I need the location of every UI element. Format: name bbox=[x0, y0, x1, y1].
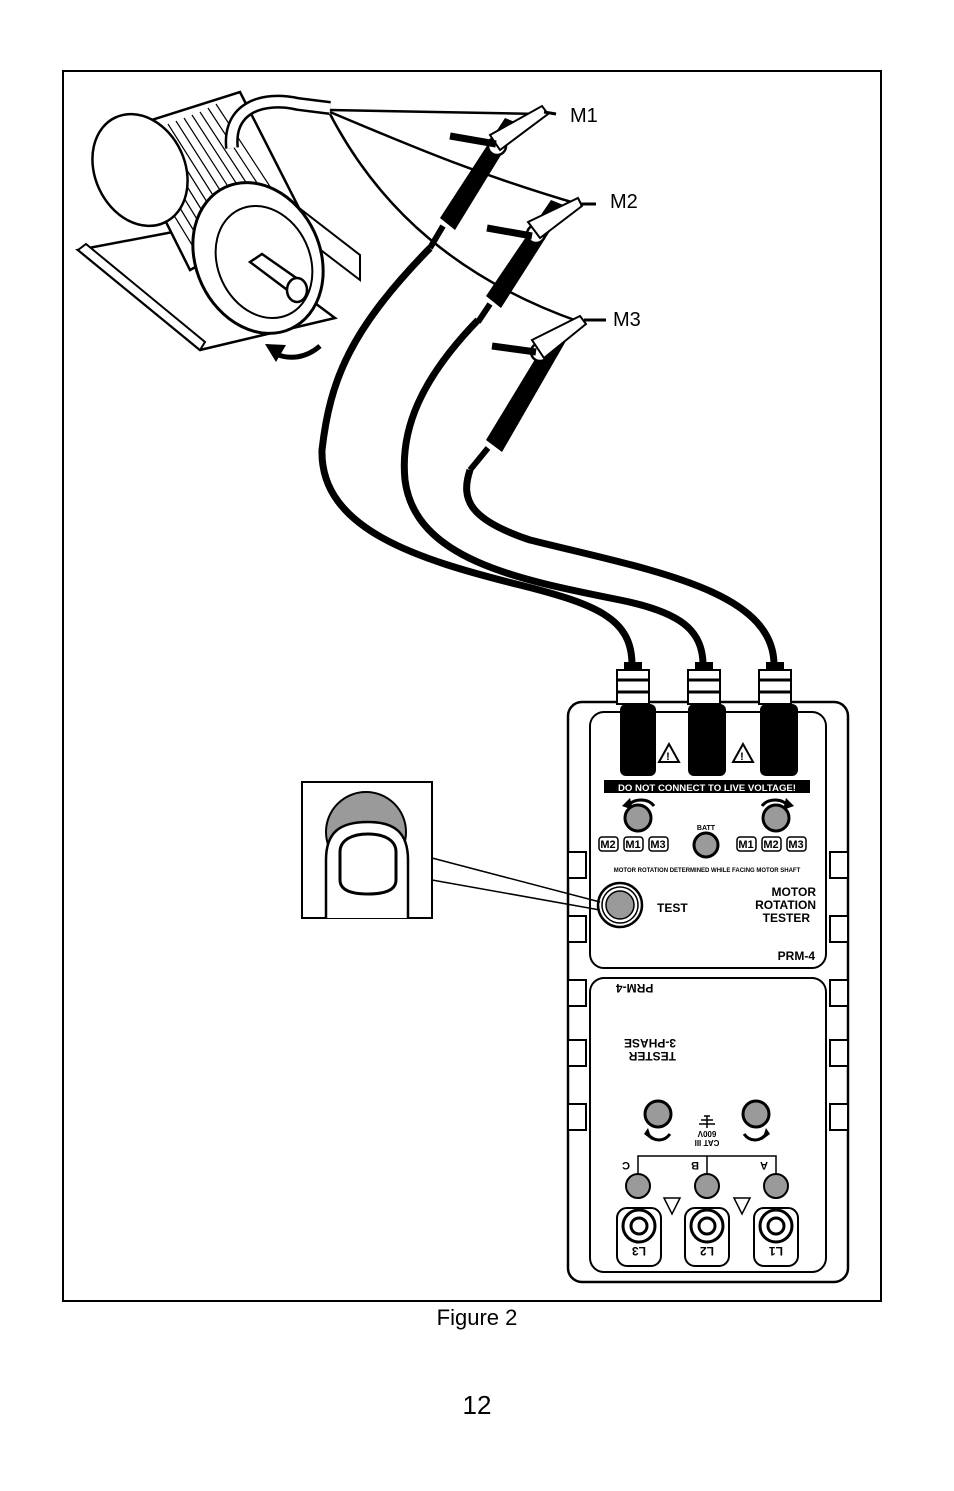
lower-title-line-1: TESTER bbox=[628, 1049, 676, 1063]
phase-letter-c: C bbox=[622, 1159, 630, 1171]
right-seq-2: M2 bbox=[763, 839, 778, 851]
left-seq-1: M2 bbox=[600, 839, 615, 851]
title-line-2: ROTATION bbox=[755, 898, 816, 912]
cat-rating-line-1: CAT III bbox=[695, 1138, 720, 1147]
plug-m1 bbox=[616, 662, 656, 776]
figure-frame bbox=[62, 70, 882, 1302]
alligator-clip-m3 bbox=[467, 314, 606, 472]
title-line-3: TESTER bbox=[763, 911, 811, 925]
page-number: 12 bbox=[462, 1390, 492, 1420]
title-line-1: MOTOR bbox=[772, 885, 817, 899]
test-button[interactable] bbox=[605, 890, 635, 920]
alligator-clip-m2 bbox=[475, 196, 596, 324]
warning-triangle-icon bbox=[731, 741, 755, 763]
led-left bbox=[623, 803, 653, 833]
plug-m2 bbox=[687, 662, 726, 776]
facing-shaft-note: MOTOR ROTATION DETERMINED WHILE FACING M… bbox=[614, 868, 801, 874]
led-battery bbox=[692, 831, 720, 859]
terminal-label-l2: L2 bbox=[700, 1244, 714, 1258]
warning-banner: DO NOT CONNECT TO LIVE VOLTAGE! bbox=[618, 783, 796, 794]
terminal-label-l1: L1 bbox=[769, 1244, 783, 1258]
probe-label-m3: M3 bbox=[613, 309, 641, 331]
cat-rating-line-2: 600V bbox=[697, 1129, 716, 1138]
test-label: TEST bbox=[657, 901, 688, 915]
probe-label-m1: M1 bbox=[570, 105, 598, 127]
figure-caption: Figure 2 bbox=[436, 1305, 518, 1330]
left-seq-2: M1 bbox=[625, 839, 640, 851]
led-right bbox=[761, 803, 791, 833]
alligator-clip-m1 bbox=[427, 104, 557, 250]
probe-label-m2: M2 bbox=[610, 191, 638, 213]
svg-text:!: ! bbox=[740, 751, 744, 763]
plug-m3 bbox=[758, 662, 798, 776]
input-jack-l2 bbox=[684, 1207, 730, 1267]
phase-letter-b: B bbox=[691, 1159, 699, 1171]
motor-rotation-tester: ! ! DO NOT CONNECT TO LIVE VOLTAGE! BATT… bbox=[566, 662, 850, 1284]
model-label: PRM-4 bbox=[778, 949, 816, 963]
lower-title-line-2: 3-PHASE bbox=[624, 1036, 676, 1050]
lower-model-label: PRM-4 bbox=[616, 981, 654, 995]
phase-letter-a: A bbox=[760, 1159, 768, 1171]
finger-press-inset bbox=[301, 781, 601, 919]
terminal-label-l3: L3 bbox=[632, 1244, 646, 1258]
warning-triangle-icon bbox=[657, 741, 681, 763]
right-seq-1: M1 bbox=[738, 839, 753, 851]
left-seq-3: M3 bbox=[650, 839, 665, 851]
right-seq-3: M3 bbox=[788, 839, 803, 851]
input-jack-l1 bbox=[753, 1207, 799, 1267]
batt-label: BATT bbox=[697, 825, 716, 832]
svg-text:!: ! bbox=[666, 751, 670, 763]
input-jack-l3 bbox=[616, 1207, 662, 1267]
motor-illustration bbox=[75, 90, 361, 362]
